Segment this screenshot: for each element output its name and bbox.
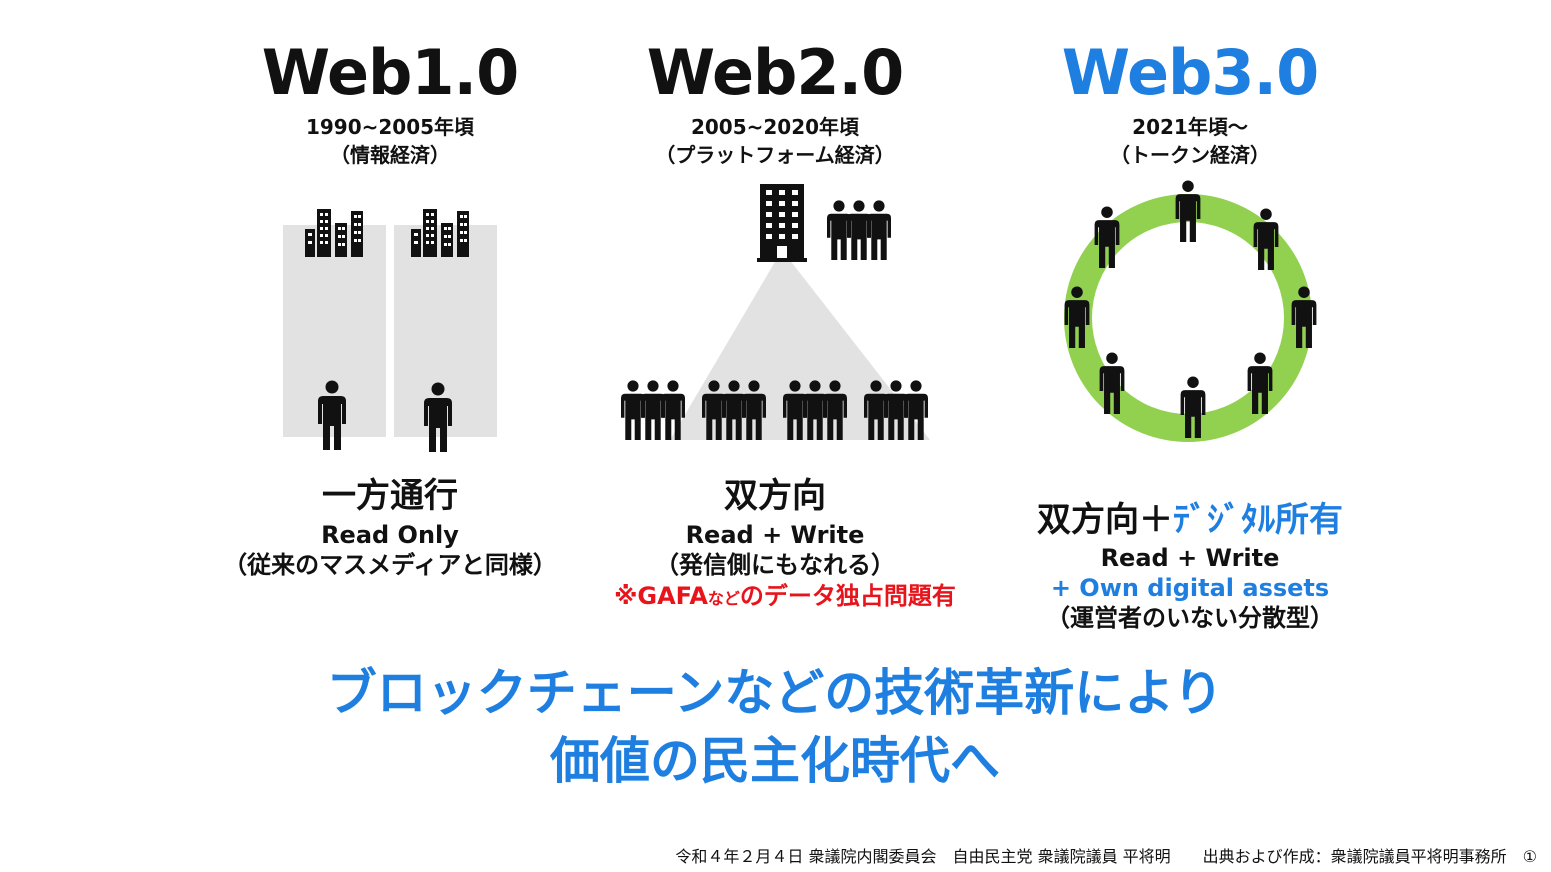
web1-title: Web1.0 [261, 36, 519, 109]
web3-caption-accent: + Own digital assets [1050, 574, 1330, 602]
web2-warning-small: など [707, 589, 740, 608]
web2-warning-suffix: のデータ独占問題有 [739, 582, 956, 610]
web2-broadcast-cone [670, 250, 930, 440]
web2-title: Web2.0 [646, 36, 904, 109]
web2-warning-prefix: ※GAFA [614, 582, 708, 610]
web3-caption-sub: Read + Write [1100, 544, 1280, 572]
web1-caption-main: 一方通行 [322, 476, 458, 516]
web1-caption-sub: Read Only [321, 521, 459, 549]
web1-period: 1990~2005年頃 [305, 115, 475, 139]
web2-warning: ※GAFAなどのデータ独占問題有 [585, 581, 985, 614]
web1-economy: （情報経済） [330, 143, 450, 167]
web1-caption-note: （従来のマスメディアと同様） [223, 551, 557, 579]
person-group-icon [827, 200, 891, 260]
web3-caption-main-accent: ﾃﾞｼﾞﾀﾙ所有 [1173, 500, 1343, 540]
web2-caption-sub: Read + Write [685, 521, 865, 549]
person-group-icon [621, 380, 685, 440]
web2-caption-main: 双方向 [724, 476, 826, 516]
web3-illustration [1040, 170, 1340, 470]
web3-caption-note: （運営者のいない分散型） [1046, 604, 1334, 632]
tagline-line1: ブロックチェーンなどの技術革新により [326, 664, 1224, 722]
footer-source: 令和４年２月４日 衆議院内閣委員会 自由民主党 衆議院議員 平将明 出典および作… [675, 847, 1537, 866]
web3-period: 2021年頃～ [1132, 115, 1248, 139]
web2-economy: （プラットフォーム経済） [655, 143, 895, 167]
office-tower-icon [757, 184, 807, 262]
web3-economy: （トークン経済） [1110, 143, 1270, 167]
web2-caption-note: （発信側にもなれる） [655, 551, 895, 579]
tagline-line2: 価値の民主化時代へ [550, 732, 1000, 790]
web3-caption-main-text: 双方向＋ [1037, 500, 1173, 540]
web3-title: Web3.0 [1061, 36, 1319, 109]
web1-illustration [280, 200, 500, 460]
web2-period: 2005~2020年頃 [690, 115, 860, 139]
web2-illustration [610, 180, 940, 450]
web3-caption-main: 双方向＋ﾃﾞｼﾞﾀﾙ所有 [990, 500, 1390, 540]
